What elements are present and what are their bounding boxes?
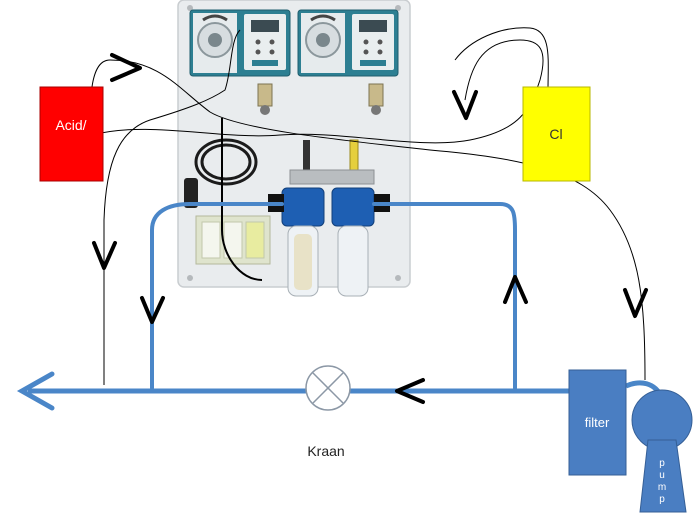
acid-label: Acid/ bbox=[55, 117, 86, 133]
dosing-hoses bbox=[89, 27, 646, 385]
hose-sample-return bbox=[103, 29, 241, 385]
flow-arrow-down-icon bbox=[623, 288, 648, 318]
acid-tank: Acid/ bbox=[39, 86, 104, 182]
filter-housing-left bbox=[281, 187, 325, 297]
flow-arrow-down-icon bbox=[92, 241, 117, 270]
arrow-left-icon bbox=[16, 371, 55, 411]
dosing-controller-right bbox=[297, 9, 399, 77]
flow-arrow-up-icon bbox=[503, 275, 528, 304]
pump-label: pump bbox=[0, 0, 3, 1]
hose-acid-to-pump bbox=[89, 59, 646, 381]
flow-arrow-left-icon bbox=[395, 378, 425, 404]
injection-fittings bbox=[257, 83, 384, 115]
sensor-probes bbox=[289, 139, 375, 185]
sample-pipe-outlet bbox=[150, 202, 284, 390]
flow-arrows bbox=[92, 53, 648, 404]
pump-label-p1: p bbox=[659, 458, 665, 469]
sample-pipe-inlet bbox=[372, 202, 517, 390]
hose-cl-loop bbox=[91, 39, 544, 144]
pump-label-m: m bbox=[658, 482, 666, 493]
dosing-controller-left bbox=[189, 9, 291, 77]
flow-arrow-down-icon bbox=[140, 296, 165, 324]
pump-label-u: u bbox=[659, 470, 665, 481]
valve-icon bbox=[305, 365, 351, 411]
kraan-label: Kraan bbox=[307, 443, 344, 459]
flow-arrow-down-icon bbox=[452, 90, 478, 120]
power-cable bbox=[184, 138, 258, 208]
pump-unit: p u m p pump bbox=[0, 0, 693, 513]
filter-unit: filter bbox=[568, 369, 627, 476]
sample-pipes bbox=[150, 202, 517, 390]
calibration-bottles bbox=[195, 215, 271, 265]
cl-label: Cl bbox=[549, 126, 562, 142]
hose-cl-suction bbox=[454, 27, 549, 91]
cl-tank: Cl bbox=[522, 86, 591, 182]
filter-housing-right bbox=[331, 187, 375, 297]
dosing-panel bbox=[177, 0, 411, 297]
flow-arrow-right-icon bbox=[110, 53, 142, 82]
filter-label: filter bbox=[585, 415, 610, 430]
pump-label-p2: p bbox=[659, 494, 665, 505]
hose-probe-cable bbox=[221, 118, 263, 281]
